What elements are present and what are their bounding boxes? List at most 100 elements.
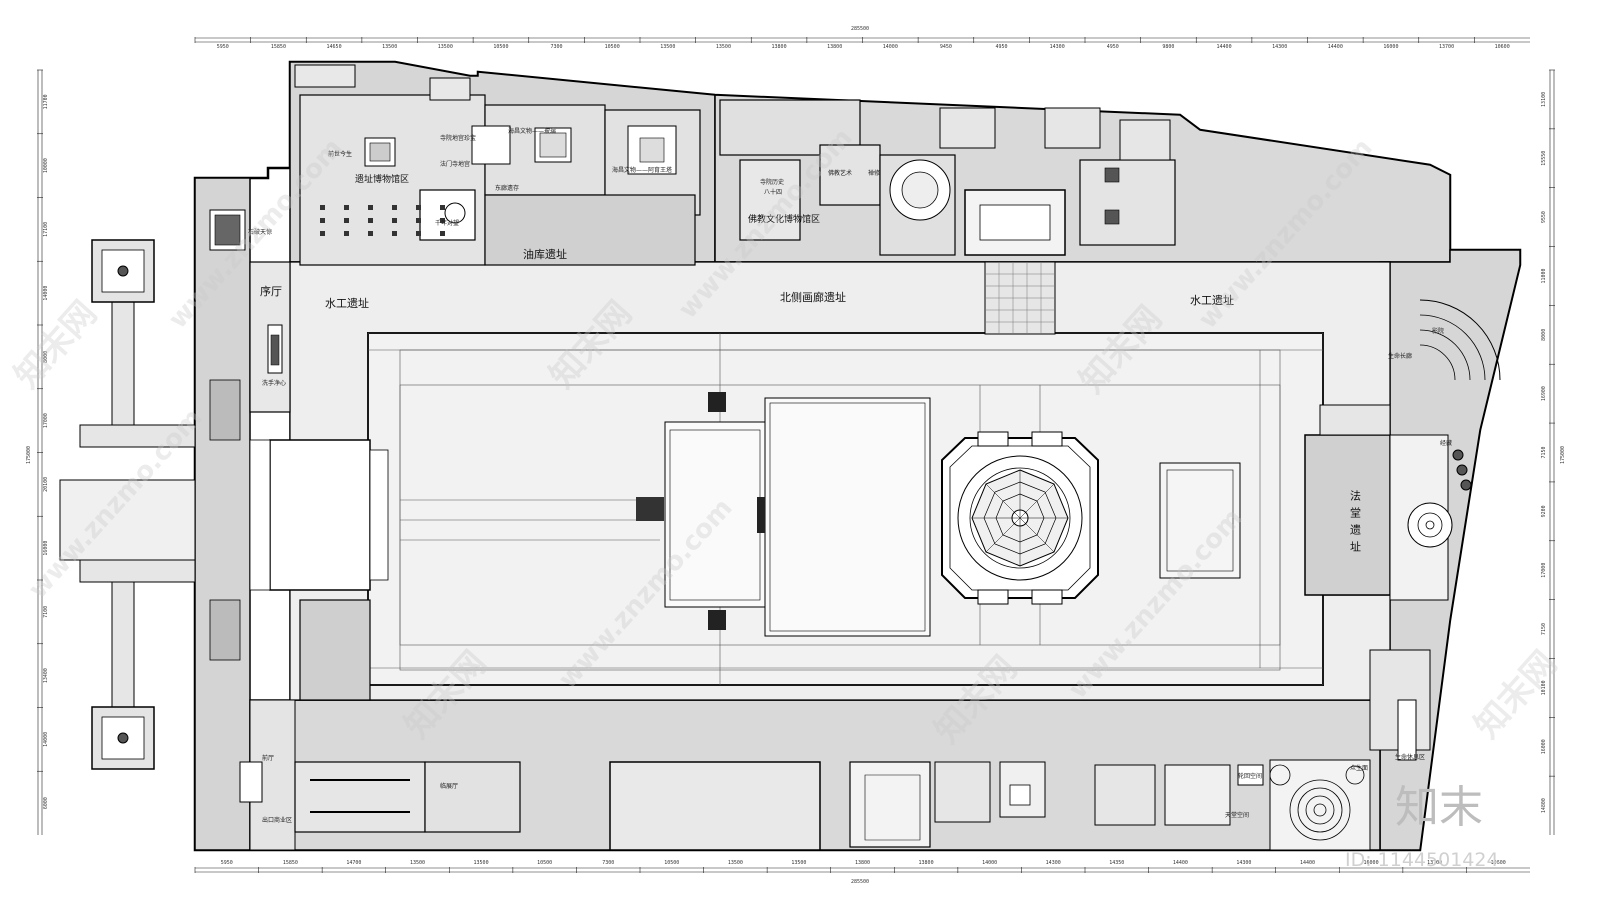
column-marker bbox=[392, 231, 397, 236]
dimension-label-left: 7100 bbox=[43, 606, 49, 618]
dimension-label-top: 13500 bbox=[660, 44, 675, 50]
dimension-label-left: 10000 bbox=[43, 158, 49, 173]
dimension-label-left: 14000 bbox=[43, 732, 49, 747]
dimension-label-bottom: 14350 bbox=[1109, 860, 1124, 866]
dimension-label-left: 17100 bbox=[43, 222, 49, 237]
dimension-label-top: 16000 bbox=[1383, 44, 1398, 50]
central-courtyard bbox=[289, 261, 1391, 701]
label-life-hall: 生命长廊 bbox=[1388, 352, 1412, 360]
dimension-label-bottom: 13700 bbox=[1427, 860, 1442, 866]
east-wing bbox=[1304, 299, 1501, 761]
column-marker bbox=[368, 231, 373, 236]
dimension-label-right: 8000 bbox=[1541, 329, 1547, 341]
label-wash-hands: 洗手净心 bbox=[262, 379, 286, 387]
dimension-label-bottom: 13800 bbox=[919, 860, 934, 866]
label-past-present: 前世今生 bbox=[328, 150, 352, 158]
west-approach bbox=[59, 239, 196, 770]
label-north-corridor: 北侧画廊遗址 bbox=[780, 290, 846, 304]
dimension-label-top: 13700 bbox=[1439, 44, 1454, 50]
label-exhibition: 临展厅 bbox=[440, 782, 458, 790]
dimension-label-bottom: 5950 bbox=[221, 860, 233, 866]
label-water-east: 水工遗址 bbox=[1190, 293, 1234, 307]
label-sutra: 经藏 bbox=[1440, 439, 1452, 447]
dimension-label-bottom: 10500 bbox=[537, 860, 552, 866]
column-marker bbox=[392, 205, 397, 210]
dimension-label-bottom: 13500 bbox=[728, 860, 743, 866]
column-marker bbox=[440, 218, 445, 223]
dimension-label-top: 14400 bbox=[1328, 44, 1343, 50]
stair-grid bbox=[985, 262, 1055, 334]
watermark-cn-1: 知末网 bbox=[7, 293, 105, 396]
dimension-label-top: 4950 bbox=[996, 44, 1008, 50]
label-site-museum: 遗址博物馆区 bbox=[355, 173, 409, 185]
dimension-label-top: 13500 bbox=[382, 44, 397, 50]
column-marker bbox=[440, 231, 445, 236]
dimension-label-top: 14000 bbox=[883, 44, 898, 50]
label-east-corridor: 东廊遗存 bbox=[495, 184, 519, 192]
dimension-label-left: 17000 bbox=[43, 413, 49, 428]
dimension-label-bottom: 14700 bbox=[346, 860, 361, 866]
dimension-label-bottom: 14000 bbox=[982, 860, 997, 866]
room-labels: 遗址博物馆区 佛教文化博物馆区 油库遗址 北侧画廊遗址 水工遗址 水工遗址 序厅… bbox=[248, 127, 1452, 824]
column-marker bbox=[416, 231, 421, 236]
dimension-label-right: 16900 bbox=[1541, 386, 1547, 401]
label-buddhist-museum: 佛教文化博物馆区 bbox=[748, 213, 820, 225]
label-life-rest: 生命休息区 bbox=[1395, 753, 1425, 761]
dimension-ticks bbox=[37, 37, 1555, 873]
label-all-beings: 众生面 bbox=[1350, 764, 1368, 772]
dimension-label-bottom: 10500 bbox=[664, 860, 679, 866]
dimension-label-top: 9800 bbox=[1162, 44, 1174, 50]
label-cinema: 影院 bbox=[1432, 327, 1444, 335]
dimension-label-top: 13800 bbox=[772, 44, 787, 50]
dimension-label-top: 14300 bbox=[1050, 44, 1065, 50]
dimension-label-top: 7300 bbox=[551, 44, 563, 50]
column-marker bbox=[440, 205, 445, 210]
dimension-label-right: 16000 bbox=[1541, 739, 1547, 754]
dimension-label-right: 14800 bbox=[1541, 798, 1547, 813]
north-grid-columns bbox=[320, 205, 445, 236]
column-marker bbox=[368, 205, 373, 210]
dimension-label-bottom: 13800 bbox=[855, 860, 870, 866]
dimension-label-bottom: 14300 bbox=[1236, 860, 1251, 866]
column-marker bbox=[416, 218, 421, 223]
column-marker bbox=[344, 205, 349, 210]
dimension-label-right: 9550 bbox=[1541, 211, 1547, 223]
dimension-total-right: 175000 bbox=[1560, 446, 1566, 464]
column-marker bbox=[320, 205, 325, 210]
dimension-label-top: 15850 bbox=[271, 44, 286, 50]
dimension-label-bottom: 14400 bbox=[1300, 860, 1315, 866]
label-temple-history: 寺院历史 bbox=[760, 178, 784, 186]
octagonal-pagoda bbox=[941, 431, 1099, 605]
dimension-label-bottom: 16000 bbox=[1364, 860, 1379, 866]
dimension-label-left: 14000 bbox=[43, 286, 49, 301]
dimension-total-top: 285500 bbox=[851, 26, 869, 32]
dimension-label-top: 14650 bbox=[327, 44, 342, 50]
dimension-label-left: 6000 bbox=[43, 797, 49, 809]
label-pagoda-treasure: 寺院地宫珍宝 bbox=[440, 134, 476, 142]
column-marker bbox=[344, 218, 349, 223]
dimension-label-top: 10600 bbox=[1495, 44, 1510, 50]
dimension-label-left: 16000 bbox=[43, 541, 49, 556]
dimension-label-bottom: 7300 bbox=[602, 860, 614, 866]
dimension-label-left: 13400 bbox=[43, 668, 49, 683]
label-sea-treasures-2: 海昌文物——阿育王塔 bbox=[612, 166, 672, 174]
dimension-label-top: 5950 bbox=[217, 44, 229, 50]
label-samsara: 轮回空间 bbox=[1238, 772, 1262, 780]
label-dharma-hall: 法堂遗址 bbox=[1349, 489, 1362, 558]
dimension-label-top: 13800 bbox=[827, 44, 842, 50]
label-underground-palace: 法门寺地宫 bbox=[440, 160, 470, 168]
column-marker bbox=[320, 218, 325, 223]
column-marker bbox=[320, 231, 325, 236]
column-marker bbox=[416, 205, 421, 210]
dimension-label-top: 13500 bbox=[438, 44, 453, 50]
south-rooms bbox=[294, 759, 1371, 851]
label-water-west: 水工遗址 bbox=[325, 296, 369, 310]
dimension-label-left: 8000 bbox=[43, 351, 49, 363]
label-prelude-hall: 序厅 bbox=[260, 284, 282, 298]
dimension-label-right: 9200 bbox=[1541, 505, 1547, 517]
dimension-total-bottom: 285500 bbox=[851, 879, 869, 885]
label-millennium: 千年对望 bbox=[435, 219, 459, 227]
dimension-label-top: 10500 bbox=[493, 44, 508, 50]
label-shop: 出口商业区 bbox=[262, 816, 292, 824]
